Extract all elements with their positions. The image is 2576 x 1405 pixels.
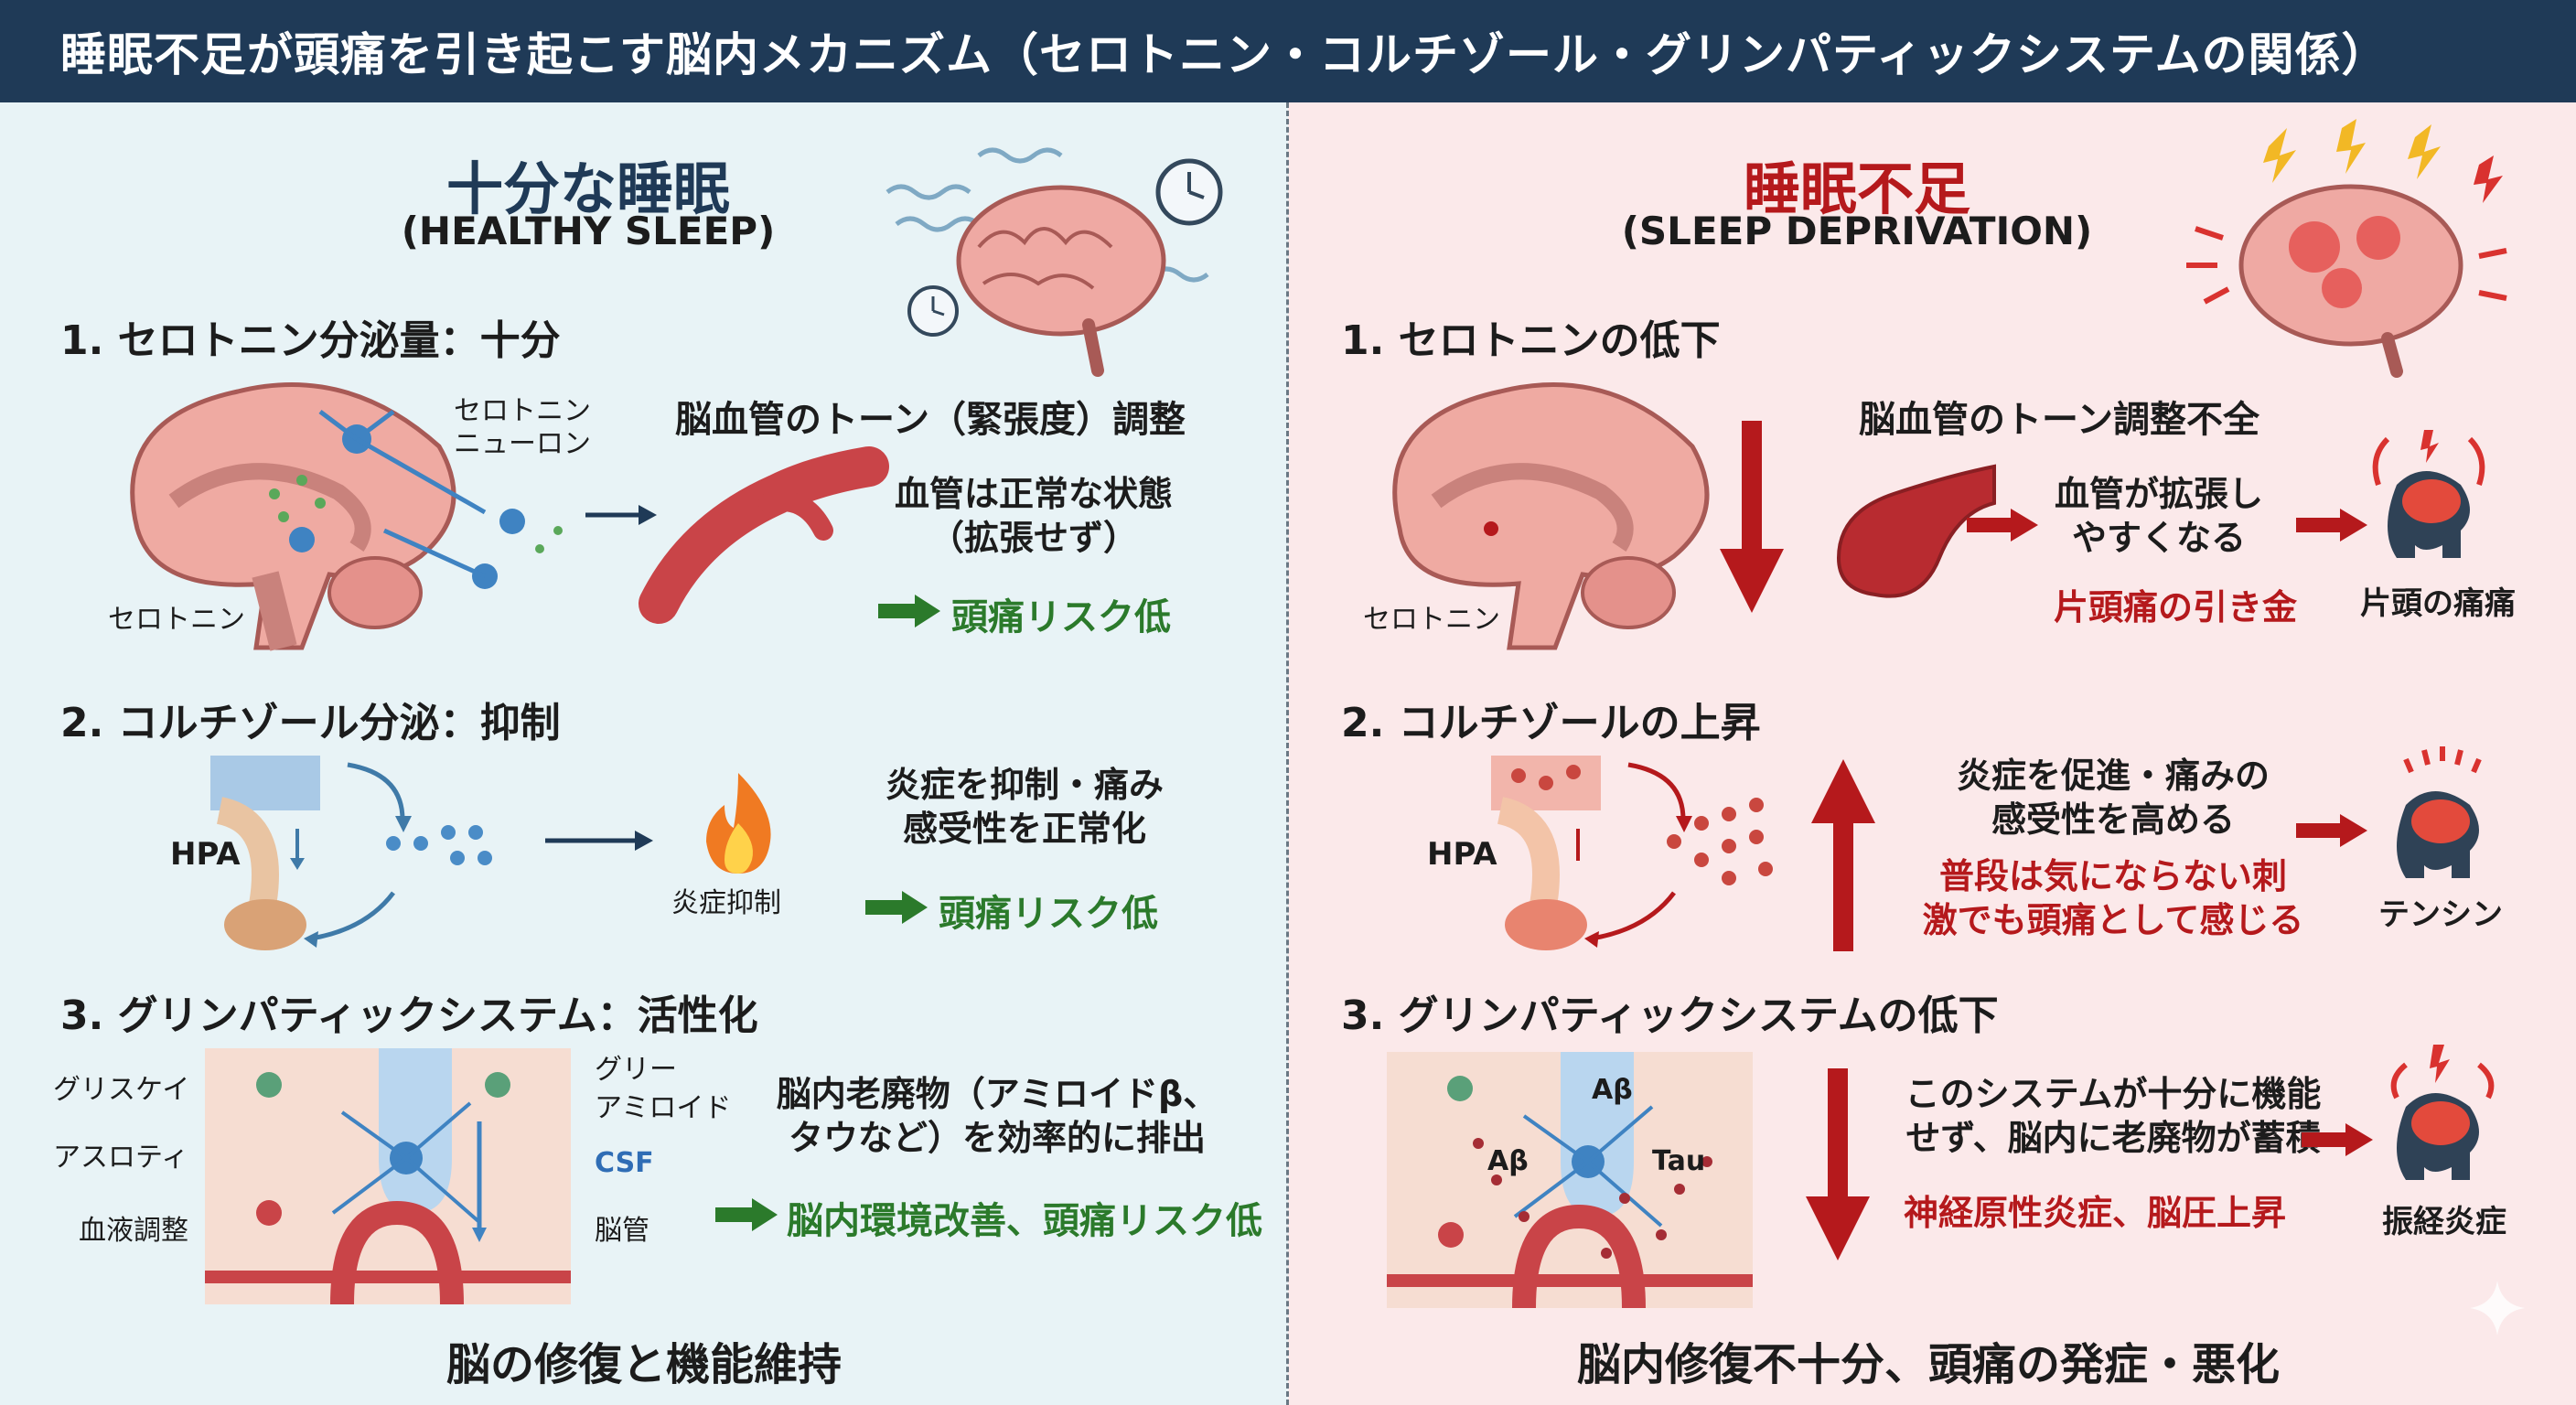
cortisol-deprived-effect: 炎症を促進・痛みの 感受性を高める (1956, 756, 2270, 840)
headache-risk-low-1: 頭痛リスク低 (951, 596, 1171, 638)
amyloid-label: アミロイド (595, 1092, 732, 1124)
migraine-head-icon (2372, 430, 2485, 558)
cortisol-effect-text: 炎症を抑制・痛み 感受性を正常化 (885, 765, 1164, 849)
amyloid-beta-label-1: Aβ (1592, 1074, 1633, 1106)
pain-sensitivity-warning: 普段は気にならない刺 激でも頭痛として感じる (1922, 856, 2304, 940)
green-arrow-icon (878, 595, 940, 627)
serotonin-neuron-label: セロトニン ニューロン (454, 395, 591, 460)
normal-blood-vessel-icon (639, 446, 889, 624)
brain-cross-section-diagram (1392, 382, 1710, 650)
red-up-arrow-icon (1811, 759, 1875, 951)
blood-regulation-label: 血液調整 (79, 1215, 188, 1247)
red-down-arrow-icon (1720, 421, 1784, 613)
green-arrow-icon (715, 1198, 778, 1231)
inflammation-head-icon (2390, 1045, 2495, 1180)
dilated-blood-vessel-icon (1836, 464, 1996, 598)
neurogenic-inflammation-warning: 神経原性炎症、脳圧上昇 (1903, 1193, 2286, 1233)
tau-label: Tau (1652, 1145, 1706, 1177)
panel-divider (1286, 102, 1289, 1405)
vessel-tone-title: 脳血管のトーン（緊張度）調整 (675, 399, 1186, 441)
red-arrow-icon (1967, 509, 2038, 542)
glymphatic-impaired-diagram (1387, 1052, 1753, 1309)
page-header: 睡眠不足が頭痛を引き起こす脳内メカニズム（セロトニン・コルチゾール・グリンパティ… (0, 0, 2576, 102)
inflammation-head-label: 振経炎症 (2382, 1204, 2506, 1240)
migraine-trigger-text: 片頭痛の引き金 (2053, 587, 2297, 627)
deprived-section3-heading: 3. グリンパティックシステムの低下 (1341, 992, 1999, 1039)
healthy-section3-heading: 3. グリンパティックシステム：活性化 (60, 992, 758, 1039)
healthy-footer: 脳の修復と機能維持 (445, 1339, 842, 1390)
red-arrow-icon (2302, 1123, 2373, 1156)
headache-risk-low-3: 脳内環境改善、頭痛リスク低 (787, 1200, 1262, 1242)
sleep-deprivation-title: 睡眠不足 (1743, 156, 1970, 222)
inflammation-suppression-label: 炎症抑制 (671, 887, 781, 919)
serotonin-label: セロトニン (108, 604, 245, 636)
waste-accumulation-text: このシステムが十分に機能 せず、脳内に老廃物が蓄積 (1905, 1074, 2322, 1158)
waste-clearance-text: 脳内老廃物（アミロイドβ、 タウなど）を効率的に排出 (776, 1074, 1218, 1158)
deprived-section2-heading: 2. コルチゾールの上昇 (1341, 700, 1761, 746)
glia-label: グリー (595, 1054, 677, 1086)
cortisol-excess-dots-icon (1667, 798, 1773, 885)
glial-label: グリスケイ (53, 1074, 190, 1106)
hpa-label: HPA (170, 836, 241, 873)
healthy-section1-heading: 1. セロトニン分泌量：十分 (60, 317, 561, 364)
tension-head-icon (2397, 746, 2482, 878)
deprived-footer: 脳内修復不十分、頭痛の発症・悪化 (1576, 1339, 2280, 1390)
tension-head-label: テンシン (2378, 896, 2503, 933)
amyloid-beta-label-2: Aβ (1487, 1145, 1529, 1177)
glymphatic-active-diagram (205, 1048, 571, 1305)
page-title: 睡眠不足が頭痛を引き起こす脳内メカニズム（セロトニン・コルチゾール・グリンパティ… (60, 28, 2388, 81)
astrocyte-label: アスロティ (53, 1142, 189, 1174)
painful-brain-icon (2186, 119, 2507, 378)
red-down-arrow-icon (1806, 1068, 1870, 1260)
csf-label: CSF (595, 1147, 654, 1179)
brain-vessel-label: 脳管 (595, 1215, 649, 1247)
sleep-deprivation-subtitle: (SLEEP DEPRIVATION) (1621, 209, 2093, 253)
red-arrow-icon (2296, 814, 2367, 847)
vessel-dilated-state: 血管が拡張し やすくなる (2054, 474, 2263, 558)
sparkle-icon (2470, 1281, 2525, 1335)
hpa-axis-overactive-diagram (1491, 756, 1692, 950)
headache-risk-low-2: 頭痛リスク低 (939, 893, 1158, 935)
flame-icon (706, 773, 771, 874)
deprived-section1-heading: 1. セロトニンの低下 (1341, 317, 1721, 364)
migraine-head-label: 片頭の痛痛 (2360, 585, 2516, 622)
cortisol-dots-icon (386, 825, 492, 865)
healthy-section2-heading: 2. コルチゾール分泌：抑制 (60, 700, 561, 746)
red-arrow-icon (2296, 509, 2367, 542)
green-arrow-icon (865, 891, 928, 924)
arrow-right-icon (545, 831, 653, 851)
hpa-label-deprived: HPA (1427, 836, 1497, 873)
arrow-right-icon (585, 505, 657, 525)
serotonin-label-deprived: セロトニン (1363, 604, 1500, 636)
serotonin-neuron-icon (269, 410, 563, 589)
healthy-sleep-subtitle: (HEALTHY SLEEP) (401, 209, 776, 253)
vessel-tone-dysregulation-title: 脳血管のトーン調整不全 (1859, 399, 2259, 441)
hpa-axis-diagram (210, 756, 412, 950)
vessel-normal-state: 血管は正常な状態 （拡張せず） (894, 474, 1173, 558)
calm-brain-icon (886, 147, 1223, 377)
healthy-sleep-title: 十分な睡眠 (445, 156, 730, 222)
